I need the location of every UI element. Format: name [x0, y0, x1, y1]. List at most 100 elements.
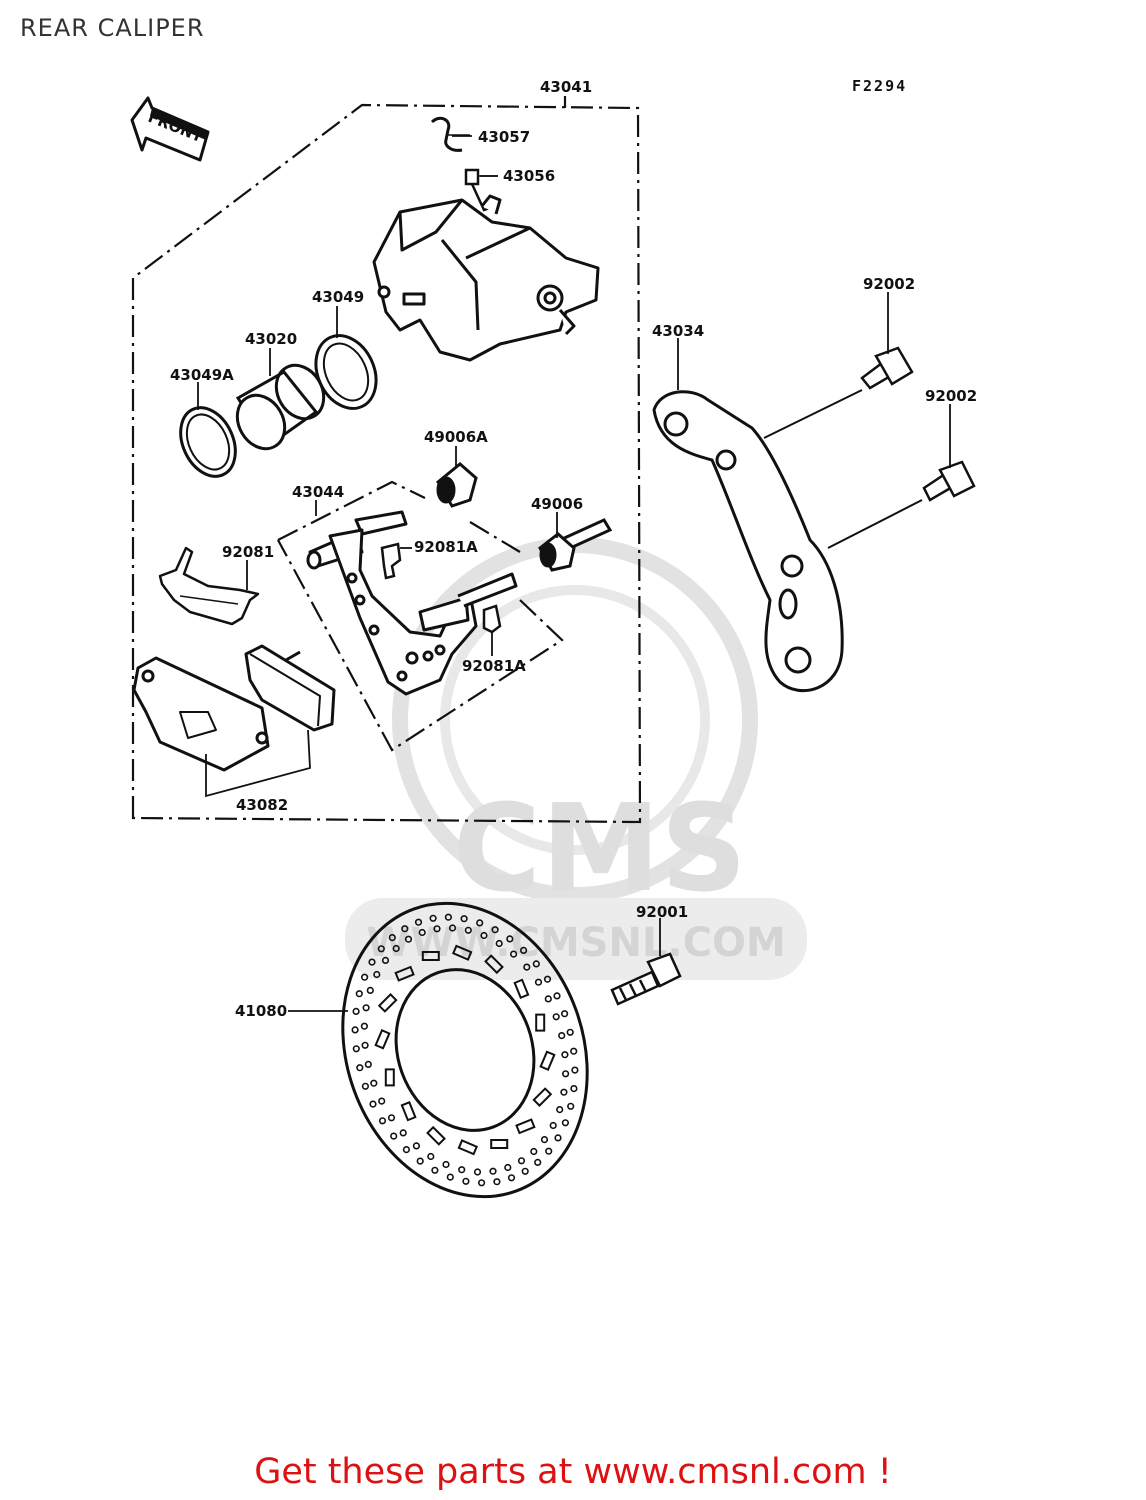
- disc-hole: [361, 1041, 369, 1049]
- disc-hole: [558, 1031, 566, 1040]
- disc-hole: [448, 924, 457, 932]
- label-spring: 92081: [222, 543, 274, 561]
- disc-slot: [451, 944, 473, 961]
- disc-hole: [517, 1157, 526, 1165]
- boot-a-part: [436, 462, 478, 508]
- disc-hole: [401, 925, 409, 933]
- disc-hole: [388, 933, 396, 942]
- disc-slot: [484, 954, 504, 975]
- label-boot: 49006: [531, 495, 583, 513]
- disc-hole: [373, 970, 381, 979]
- disc-hole: [446, 1173, 454, 1181]
- disc-hole: [560, 1010, 569, 1018]
- disc-hole: [412, 1142, 421, 1150]
- disc-hole: [544, 995, 552, 1003]
- disc-hole: [360, 1022, 369, 1030]
- disc-slot: [535, 1013, 546, 1032]
- label-bleed-valve: 43056: [503, 167, 555, 185]
- disc-hole: [532, 960, 540, 968]
- disc-hole: [433, 925, 441, 933]
- disc-hole: [351, 1026, 359, 1034]
- disc-hole: [442, 1160, 450, 1169]
- disc-hole: [561, 1051, 569, 1059]
- disc-hole: [530, 1147, 538, 1156]
- footer-cta[interactable]: Get these parts at www.cmsnl.com !: [254, 1452, 892, 1492]
- disc-hole: [402, 1145, 411, 1154]
- caliper-assembly-boundary: [131, 96, 642, 824]
- figure-code: F2294: [852, 77, 908, 95]
- disc-hole: [458, 1166, 466, 1174]
- disc-hole: [519, 946, 528, 955]
- label-bracket: 43044: [292, 483, 344, 501]
- label-cap: 43057: [478, 128, 530, 146]
- torque-link-part: [652, 390, 844, 692]
- disc-hole: [523, 963, 531, 971]
- disc-hole: [361, 973, 369, 981]
- disc-hole: [553, 992, 561, 1000]
- disc-hole: [509, 950, 518, 958]
- disc-hole: [352, 1045, 360, 1053]
- disc-hole: [552, 1013, 560, 1021]
- disc-slot: [532, 1087, 553, 1107]
- disc-hole: [387, 1114, 396, 1122]
- disc-hole: [495, 939, 503, 948]
- disc-slot: [374, 1029, 391, 1050]
- seal-dust-part: [314, 334, 378, 410]
- disc-hole: [554, 1134, 562, 1142]
- pads-part: [132, 644, 336, 772]
- disc-hole: [416, 1157, 424, 1165]
- disc-hole: [377, 945, 385, 953]
- watermark-logo: CMS: [453, 780, 747, 919]
- watermark-url: WWW.CMSNL.COM: [366, 920, 786, 966]
- disc-hole: [506, 935, 514, 943]
- disc-hole: [543, 975, 552, 983]
- disc-hole: [462, 1177, 470, 1185]
- spring-part: [158, 546, 260, 626]
- disc-part: [341, 901, 589, 1199]
- disc-hole: [390, 1132, 398, 1140]
- label-disc: 41080: [235, 1002, 287, 1020]
- bracket-part: [306, 510, 518, 696]
- disc-hole: [534, 1158, 542, 1166]
- disc-hole: [561, 1070, 570, 1078]
- disc-hole: [521, 1167, 529, 1175]
- disc-hole: [556, 1105, 564, 1114]
- disc-hole: [366, 986, 374, 995]
- label-caliper-assy: 43041: [540, 78, 592, 96]
- disc-hole: [444, 913, 453, 921]
- disc-slot: [539, 1050, 556, 1071]
- disc-slot: [457, 1139, 479, 1156]
- disc-hole: [476, 919, 484, 927]
- disc-hole: [567, 1102, 575, 1110]
- label-spring-a-bottom: 92081A: [462, 657, 526, 675]
- disc-hole: [356, 1064, 364, 1072]
- disc-bolt-part: [610, 952, 682, 1006]
- disc-hole: [549, 1121, 557, 1130]
- caliper-body-part: [372, 194, 600, 362]
- disc-slot: [400, 1100, 417, 1122]
- disc-hole: [429, 914, 437, 922]
- disc-hole: [352, 1007, 360, 1016]
- disc-slot: [426, 1125, 446, 1146]
- disc-hole: [364, 1060, 372, 1068]
- spring-a-bottom-part: [482, 604, 502, 634]
- disc-hole: [570, 1047, 578, 1055]
- disc-hole: [427, 1152, 435, 1161]
- disc-hole: [404, 935, 413, 943]
- leader-lines: [197, 135, 951, 1012]
- disc-hole: [392, 944, 400, 953]
- bolt-lower-part: [922, 460, 976, 502]
- disc-hole: [478, 1179, 486, 1187]
- disc-hole: [560, 1088, 568, 1096]
- disc-hole: [480, 931, 488, 940]
- bolt-top-part: [860, 346, 914, 390]
- disc-hole: [399, 1129, 407, 1137]
- disc-hole: [491, 926, 499, 934]
- label-seal-piston: 43049A: [170, 366, 234, 384]
- disc-hole: [473, 1168, 482, 1176]
- disc-hole: [571, 1066, 579, 1074]
- part-labels: 43041 43057 43056 43049 43020 43049A 490…: [170, 78, 977, 1020]
- front-arrow: FRONT: [130, 96, 210, 162]
- disc-hole: [534, 978, 543, 986]
- disc-hole: [369, 1100, 377, 1108]
